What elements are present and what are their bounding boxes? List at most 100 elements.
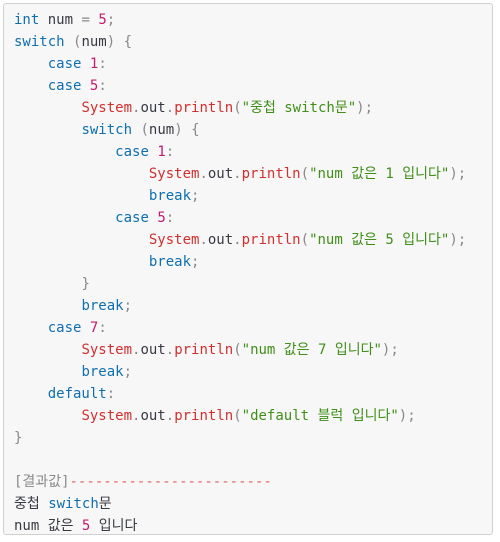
code-token: 5 (98, 12, 107, 28)
code-token: break (81, 298, 124, 314)
code-token: "num 값은 7 입니다" (241, 342, 382, 358)
code-token: System (81, 100, 133, 116)
code-token: "default 블럭 입니다" (241, 408, 399, 424)
code-token: println (174, 408, 234, 424)
code-line (14, 449, 466, 471)
code-token: System (81, 342, 133, 358)
code-token: = (81, 12, 90, 28)
code-token: ; (123, 298, 133, 314)
code-token: println (241, 166, 301, 182)
code-token (81, 56, 89, 72)
code-token: int (14, 12, 40, 28)
code-content: int num = 5;switch (num) { case 1: case … (14, 9, 466, 537)
code-token: . (199, 232, 208, 248)
code-token: ) (174, 122, 183, 138)
code-token: { (123, 34, 133, 50)
code-token (14, 144, 115, 160)
code-token (65, 34, 73, 50)
code-token: . (132, 342, 141, 358)
code-token: ; (191, 188, 200, 204)
code-token: : (98, 78, 107, 94)
code-token (14, 408, 81, 424)
code-line: switch (num) { (14, 31, 466, 53)
code-token: . (233, 232, 242, 248)
code-line: default: (14, 383, 466, 405)
code-token: num 값은 (14, 518, 82, 534)
code-token (14, 452, 22, 468)
code-token: out (140, 408, 166, 424)
code-token: ); (381, 342, 399, 358)
code-token (81, 320, 89, 336)
code-token: ( (233, 342, 242, 358)
code-token: . (132, 408, 141, 424)
code-token: 중첩 (14, 496, 49, 512)
code-token: System (148, 232, 200, 248)
code-token: num (39, 12, 82, 28)
code-line: break; (14, 295, 466, 317)
code-token (81, 78, 89, 94)
code-token: default (47, 386, 107, 402)
code-token: ( (73, 34, 82, 50)
code-line: [결과값]------------------------ (14, 471, 466, 493)
code-token: ( (300, 232, 310, 248)
code-token: ------------------------ (69, 474, 272, 490)
code-token: ( (233, 100, 242, 116)
code-token: out (207, 232, 234, 248)
code-token: out (207, 166, 234, 182)
code-token (14, 386, 48, 402)
code-token: ; (123, 364, 133, 380)
code-line: System.out.println("num 값은 7 입니다"); (14, 339, 466, 361)
code-token (14, 166, 149, 182)
code-token: 1 (157, 144, 166, 160)
code-token: println (174, 342, 234, 358)
code-token: 문 (98, 496, 112, 512)
code-token: . (165, 100, 175, 116)
code-token (14, 364, 81, 380)
code-token: num (81, 34, 107, 50)
code-token: { (191, 122, 200, 138)
code-token: case (115, 210, 149, 226)
code-token: 7 (89, 320, 99, 336)
code-line: case 1: (14, 141, 466, 163)
code-token: . (132, 100, 141, 116)
code-line: case 5: (14, 75, 466, 97)
code-token (14, 56, 48, 72)
code-token (14, 276, 81, 292)
code-token: 5 (157, 210, 166, 226)
code-token: [결과값] (14, 474, 70, 490)
code-line: switch (num) { (14, 119, 466, 141)
code-line: case 7: (14, 317, 466, 339)
code-line: System.out.println("num 값은 1 입니다"); (14, 163, 466, 185)
code-token: "중첩 switch문" (241, 100, 357, 116)
code-token: case (115, 144, 149, 160)
code-line: break; (14, 185, 466, 207)
code-token: System (148, 166, 200, 182)
code-token: "num 값은 5 입니다" (309, 232, 450, 248)
code-token: ; (191, 254, 200, 270)
code-token: ( (140, 122, 149, 138)
code-token: num (148, 122, 175, 138)
code-token: case (47, 320, 82, 336)
code-token: ( (300, 166, 310, 182)
code-block: int num = 5;switch (num) { case 1: case … (3, 3, 493, 535)
code-token: break (81, 364, 124, 380)
code-token: switch (14, 34, 65, 50)
code-line: } (14, 273, 466, 295)
code-token (14, 232, 149, 248)
code-token: case (47, 56, 82, 72)
code-token: ; (106, 12, 116, 28)
code-token: switch (81, 122, 133, 138)
code-token: ) (106, 34, 116, 50)
code-line: System.out.println("default 블럭 입니다"); (14, 405, 466, 427)
code-token: out (140, 342, 166, 358)
code-token: ); (356, 100, 373, 116)
code-token: 5 (81, 518, 91, 534)
code-token: switch (48, 496, 99, 512)
code-token: ); (449, 232, 467, 248)
code-token: 1 (89, 56, 99, 72)
code-token (14, 254, 149, 270)
code-token: : (98, 56, 107, 72)
code-token (14, 122, 81, 138)
code-token: "num 값은 1 입니다" (309, 166, 450, 182)
code-line: System.out.println("중첩 switch문"); (14, 97, 466, 119)
